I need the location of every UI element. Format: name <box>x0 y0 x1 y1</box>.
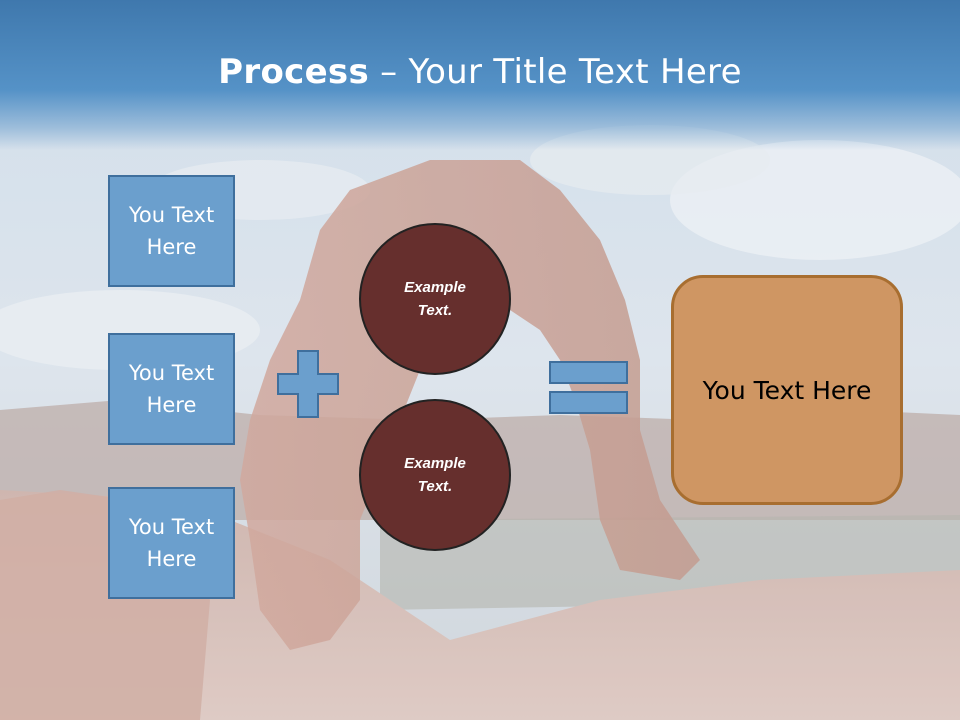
text-box-3[interactable]: You Text Here <box>108 487 235 599</box>
text-box-2[interactable]: You Text Here <box>108 333 235 445</box>
title-bold-part: Process <box>218 52 370 92</box>
plus-icon[interactable] <box>276 349 340 419</box>
equals-icon[interactable] <box>548 360 630 416</box>
title-bar <box>0 0 960 150</box>
slide-title[interactable]: Process – Your Title Text Here <box>0 52 960 92</box>
result-box[interactable]: You Text Here <box>671 275 903 505</box>
text-box-3-label: You Text Here <box>128 515 215 571</box>
example-circle-2-label: Example Text. <box>404 455 466 495</box>
text-box-2-label: You Text Here <box>128 361 215 417</box>
title-regular-part: – Your Title Text Here <box>369 52 742 92</box>
result-box-label: You Text Here <box>702 375 872 405</box>
text-box-1-label: You Text Here <box>128 203 215 259</box>
example-circle-1-label: Example Text. <box>404 279 466 319</box>
example-circle-1[interactable]: Example Text. <box>359 223 511 375</box>
text-box-1[interactable]: You Text Here <box>108 175 235 287</box>
example-circle-2[interactable]: Example Text. <box>359 399 511 551</box>
